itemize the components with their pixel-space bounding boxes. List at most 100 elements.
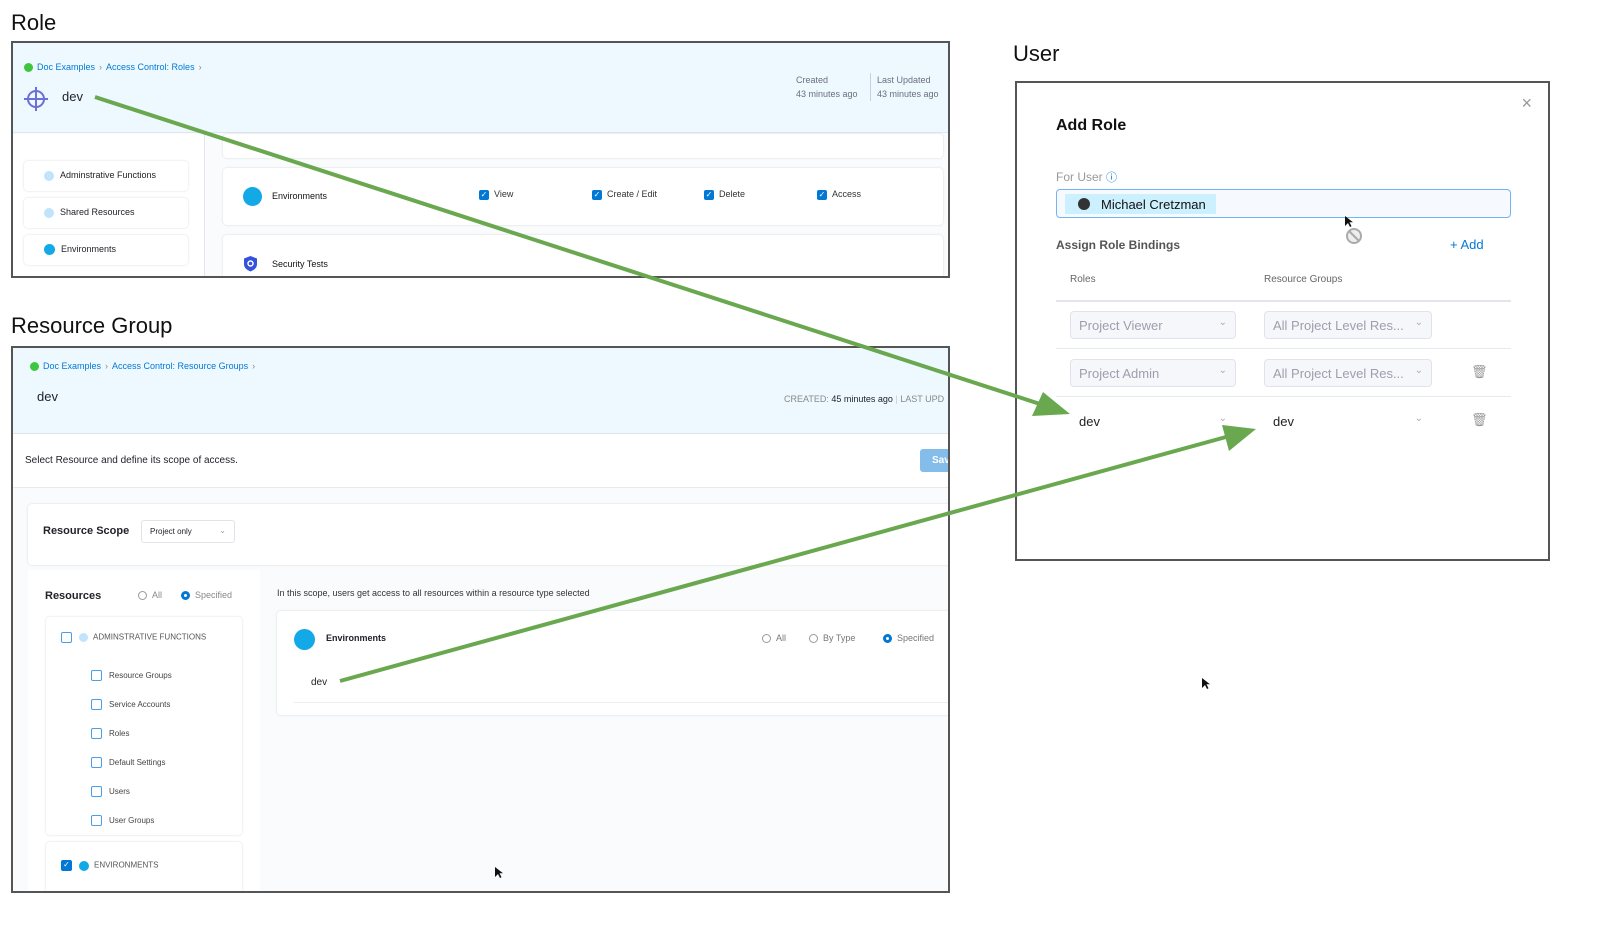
role-crosshair-icon xyxy=(24,87,48,111)
permission-card xyxy=(223,134,943,158)
chevron-down-icon: ⌄ xyxy=(1414,365,1423,376)
role-sidebar: Adminstrative Functions Shared Resources… xyxy=(13,134,205,276)
resource-checkbox[interactable]: Resource Groups xyxy=(91,661,172,690)
resource-checkbox[interactable]: Users xyxy=(91,777,172,806)
resources-panel: Resources All Specified ADMINSTRATIVE FU… xyxy=(28,570,260,891)
resource-group-dropdown[interactable]: All Project Level Res...⌄ xyxy=(1264,359,1432,387)
breadcrumb-link[interactable]: Doc Examples xyxy=(43,361,102,371)
permission-view[interactable]: ✓View xyxy=(479,189,514,200)
cursor-icon xyxy=(495,867,503,878)
breadcrumb-link[interactable]: Access Control: Roles xyxy=(106,62,195,72)
chevron-down-icon: ⌄ xyxy=(1414,413,1423,424)
shield-icon xyxy=(244,256,257,272)
divider xyxy=(1056,300,1511,302)
role-dropdown[interactable]: dev⌄ xyxy=(1070,407,1236,435)
breadcrumb-link[interactable]: Access Control: Resource Groups xyxy=(112,361,249,371)
user-chip[interactable]: Michael Cretzman xyxy=(1065,194,1216,214)
chevron-down-icon: ⌄ xyxy=(1218,317,1227,328)
created-info: CREATED: 45 minutes ago | LAST UPD xyxy=(784,394,945,404)
project-icon xyxy=(24,62,33,72)
resources-label: Resources xyxy=(45,590,102,602)
sidebar-item-administrative[interactable]: Adminstrative Functions xyxy=(24,161,188,191)
radio-specified[interactable]: Specified xyxy=(181,590,232,601)
resource-group-dropdown[interactable]: dev⌄ xyxy=(1264,407,1432,435)
resource-checkbox[interactable]: Roles xyxy=(91,719,172,748)
permission-row-environments: Environments ✓View ✓Create / Edit ✓Delet… xyxy=(223,168,943,225)
environment-icon xyxy=(44,244,55,256)
role-dropdown[interactable]: Project Admin⌄ xyxy=(1070,359,1236,387)
environments-card: Environments All By Type Specified dev xyxy=(277,611,948,715)
role-screenshot: Doc Examples› Access Control: Roles› dev… xyxy=(11,41,950,278)
radio-by-type[interactable]: By Type xyxy=(809,633,855,644)
close-icon[interactable]: × xyxy=(1521,93,1532,113)
not-allowed-cursor-icon xyxy=(1345,216,1362,244)
permission-access[interactable]: ✓Access xyxy=(817,189,862,200)
column-header-resource-groups: Resource Groups xyxy=(1264,274,1343,285)
resource-group-section-title: Resource Group xyxy=(11,313,173,338)
admin-group-checkbox[interactable]: ADMINSTRATIVE FUNCTIONS xyxy=(61,632,206,643)
permission-delete[interactable]: ✓Delete xyxy=(704,189,746,200)
divider xyxy=(294,702,948,703)
resource-label: Security Tests xyxy=(272,259,328,269)
radio-specified[interactable]: Specified xyxy=(883,633,934,644)
admin-icon xyxy=(79,633,88,642)
page-title: dev xyxy=(62,89,83,104)
resource-group-dropdown[interactable]: All Project Level Res...⌄ xyxy=(1264,311,1432,339)
role-section-title: Role xyxy=(11,10,57,35)
scope-dropdown[interactable]: Project only⌄ xyxy=(141,520,235,543)
divider xyxy=(1056,396,1511,397)
chevron-down-icon: ⌄ xyxy=(1218,365,1227,376)
page-title: dev xyxy=(37,389,58,404)
instruction-text: Select Resource and define its scope of … xyxy=(25,455,238,466)
trash-icon[interactable]: 🗑 xyxy=(1471,412,1488,427)
sidebar-item-environments[interactable]: Environments xyxy=(24,235,188,265)
environment-item[interactable]: dev xyxy=(311,677,328,688)
resource-scope-card: Resource Scope Project only⌄ xyxy=(28,504,948,565)
environment-icon xyxy=(294,629,315,650)
permission-create-edit[interactable]: ✓Create / Edit xyxy=(592,189,658,200)
env-group-checkbox[interactable]: ✓ENVIRONMENTS xyxy=(61,860,158,871)
resource-checkbox[interactable]: Default Settings xyxy=(91,748,172,777)
breadcrumb-link[interactable]: Doc Examples xyxy=(37,62,96,72)
add-role-dialog: × Add Role For User ⓘ Michael Cretzman A… xyxy=(1015,81,1550,561)
shared-icon xyxy=(44,207,54,218)
environment-icon xyxy=(243,187,262,206)
permission-row-security-tests: Security Tests xyxy=(223,235,943,276)
sidebar-item-shared-resources[interactable]: Shared Resources xyxy=(24,198,188,228)
project-icon xyxy=(30,361,39,371)
user-section-title: User xyxy=(1013,41,1060,66)
rg-header: Doc Examples› Access Control: Resource G… xyxy=(13,348,948,434)
resource-label: Environments xyxy=(272,191,328,201)
for-user-label: For User ⓘ xyxy=(1056,170,1118,184)
scope-label: Resource Scope xyxy=(43,525,130,537)
chevron-down-icon: ⌄ xyxy=(1218,413,1227,424)
role-header: Doc Examples› Access Control: Roles› dev… xyxy=(13,43,948,133)
resource-checkbox[interactable]: Service Accounts xyxy=(91,690,172,719)
role-dropdown[interactable]: Project Viewer⌄ xyxy=(1070,311,1236,339)
chevron-down-icon: ⌄ xyxy=(219,526,226,535)
scope-note: In this scope, users get access to all r… xyxy=(277,588,590,598)
environment-icon xyxy=(79,860,89,871)
resource-group-screenshot: Doc Examples› Access Control: Resource G… xyxy=(11,346,950,893)
save-button[interactable]: Sav xyxy=(920,449,948,472)
resource-label: Environments xyxy=(326,633,387,643)
admin-group-card: ADMINSTRATIVE FUNCTIONS Resource Groups … xyxy=(46,617,242,835)
divider xyxy=(1056,348,1511,349)
chevron-down-icon: ⌄ xyxy=(1414,317,1423,328)
radio-all[interactable]: All xyxy=(138,590,162,601)
instruction-bar: Select Resource and define its scope of … xyxy=(13,434,948,488)
add-binding-button[interactable]: + Add xyxy=(1450,237,1484,252)
dialog-title: Add Role xyxy=(1056,117,1127,134)
divider xyxy=(870,73,871,101)
breadcrumb: Doc Examples› Access Control: Resource G… xyxy=(30,361,255,371)
breadcrumb: Doc Examples› Access Control: Roles› xyxy=(24,62,202,72)
radio-all[interactable]: All xyxy=(762,633,786,644)
resource-checkbox[interactable]: User Groups xyxy=(91,806,172,835)
avatar xyxy=(1078,198,1090,210)
trash-icon[interactable]: 🗑 xyxy=(1471,364,1488,379)
cursor-icon xyxy=(1202,678,1210,689)
user-input[interactable]: Michael Cretzman xyxy=(1056,189,1511,218)
admin-items: Resource Groups Service Accounts Roles D… xyxy=(91,661,172,835)
